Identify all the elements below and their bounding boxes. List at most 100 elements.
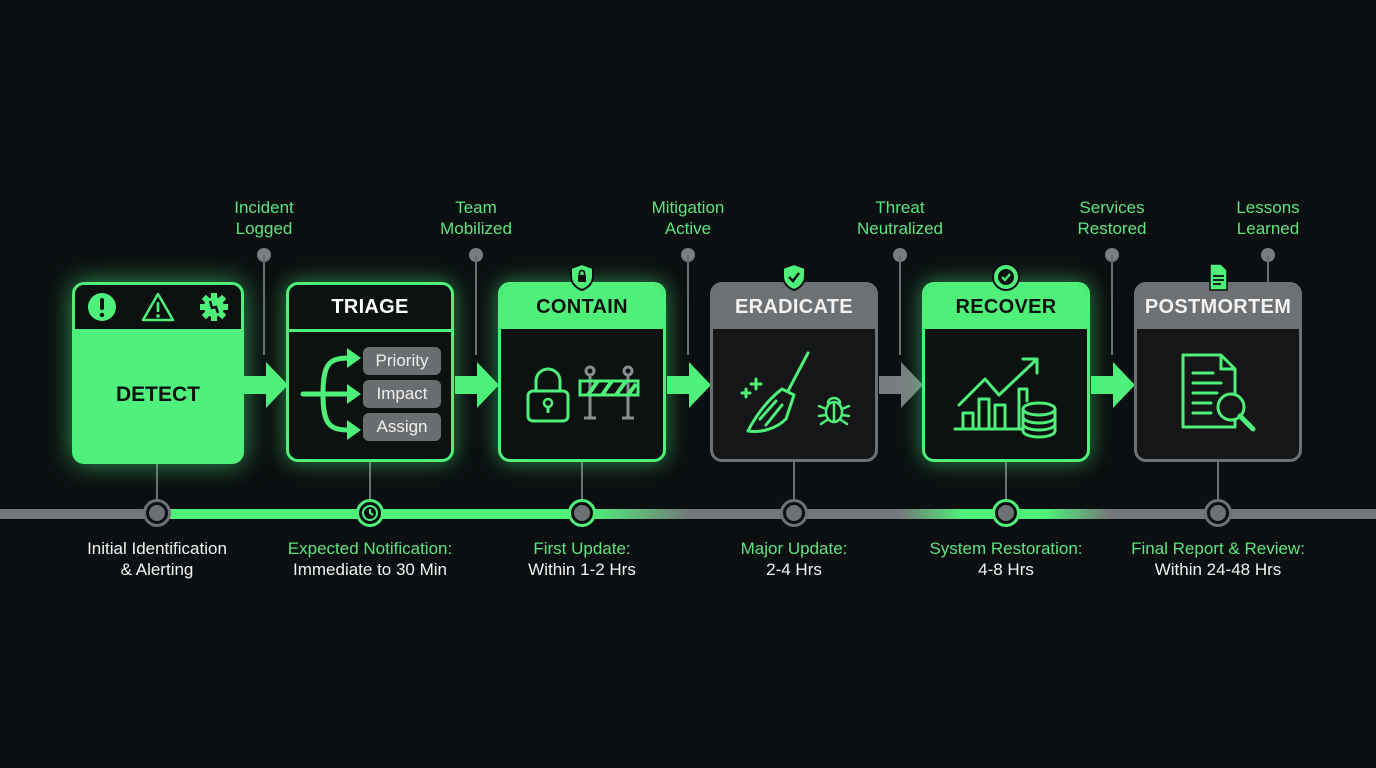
gear-alert-icon [200,293,228,321]
timeline-label-recover: System Restoration: 4-8 Hrs [886,538,1126,580]
stage-title: DETECT [116,383,200,406]
timeline-heading: System Restoration: [929,539,1083,558]
milestone-line1: Incident [234,198,294,217]
triage-body: Priority Impact Assign [289,329,451,459]
milestone-pin-line [899,255,901,355]
timeline-node-detect[interactable] [143,499,171,527]
stage-connector [1005,462,1007,502]
detect-icon-bar [75,285,241,329]
milestone-pin-line [475,255,477,355]
stage-title: RECOVER [925,285,1087,329]
stage-card-recover[interactable]: RECOVER [922,282,1090,462]
flow-arrow [1091,362,1135,408]
timeline-label-triage: Expected Notification: Immediate to 30 Mi… [250,538,490,580]
milestone-line2: Restored [1077,219,1147,238]
stage-connector [156,462,158,502]
recover-body [925,329,1087,459]
timeline-node-triage[interactable] [356,499,384,527]
warning-triangle-icon [141,292,175,322]
timeline-active-fade [590,509,690,519]
node-dot [998,505,1014,521]
node-dot [1210,505,1226,521]
timeline-node-eradicate[interactable] [780,499,808,527]
document-icon [1209,263,1228,291]
triage-chip-assign: Assign [363,413,441,441]
triage-items: Priority Impact Assign [363,342,441,446]
timeline-detail: 4-8 Hrs [978,560,1034,579]
milestone-pin-line [1111,255,1113,355]
timeline-detail: Within 1-2 Hrs [528,560,636,579]
milestone-line2: Active [664,219,712,238]
node-dot [149,505,165,521]
shield-lock-icon [570,262,594,292]
stage-title: POSTMORTEM [1137,285,1299,329]
bug-icon [817,396,851,426]
check-circle-icon [992,263,1020,291]
stage-card-eradicate[interactable]: ERADICATE [710,282,878,462]
stage-title: TRIAGE [289,285,451,332]
milestone-pin-line [1267,255,1269,283]
milestone-pin-line [687,255,689,355]
timeline-heading: Final Report & Review: [1131,539,1305,558]
milestone-line1: Mitigation [651,198,725,217]
document-search-icon [1181,353,1256,432]
barrier-icon [578,365,640,420]
timeline-label-postmortem: Final Report & Review: Within 24-48 Hrs [1098,538,1338,580]
timeline-heading: First Update: [533,539,631,558]
timeline-detail: & Alerting [120,560,194,579]
flow-arrow [667,362,711,408]
flow-arrow [455,362,499,408]
stage-connector [1217,462,1219,502]
triage-chip-priority: Priority [363,347,441,375]
timeline-label-eradicate: Major Update: 2-4 Hrs [674,538,914,580]
milestone-line1: Team [455,198,497,217]
timeline-heading: Major Update: [740,539,848,558]
stage-card-triage[interactable]: TRIAGE Priority Impact Assign [286,282,454,462]
stage-title: CONTAIN [501,285,663,329]
eradicate-body [713,329,875,459]
timeline-heading: Expected Notification: [287,539,453,558]
milestone-line1: Threat [875,198,925,217]
clock-icon [362,505,378,521]
stage-card-postmortem[interactable]: POSTMORTEM [1134,282,1302,462]
growth-chart-icon [953,357,1057,439]
stage-card-contain[interactable]: CONTAIN [498,282,666,462]
flow-arrow [879,362,923,408]
postmortem-body [1137,329,1299,459]
milestone-line1: Services [1079,198,1145,217]
shield-check-icon [782,262,806,292]
timeline-label-contain: First Update: Within 1-2 Hrs [462,538,702,580]
stage-connector [793,462,795,502]
timeline-node-postmortem[interactable] [1204,499,1232,527]
timeline-label-detect: Initial Identification & Alerting [37,538,277,580]
stage-title: ERADICATE [713,285,875,329]
timeline-detail: Within 24-48 Hrs [1154,560,1282,579]
alert-circle-icon [88,293,116,321]
broom-icon [740,351,810,433]
padlock-icon [526,367,570,423]
flow-arrow [244,362,288,408]
triage-chip-impact: Impact [363,380,441,408]
branch-arrows-icon [300,348,361,440]
milestone-pin-line [263,255,265,355]
milestone-line2: Mobilized [440,219,512,238]
milestone-line2: Learned [1236,219,1300,238]
node-dot [786,505,802,521]
timeline-node-contain[interactable] [568,499,596,527]
stage-connector [581,462,583,502]
milestone-line2: Logged [235,219,293,238]
timeline-heading: Initial Identification [87,539,227,558]
milestone-line2: Neutralized [857,219,943,238]
timeline-detail: Immediate to 30 Min [292,560,447,579]
node-dot [574,505,590,521]
stage-card-detect[interactable]: DETECT [72,282,244,464]
timeline-node-recover[interactable] [992,499,1020,527]
contain-body [501,329,663,459]
timeline-detail: 2-4 Hrs [766,560,822,579]
